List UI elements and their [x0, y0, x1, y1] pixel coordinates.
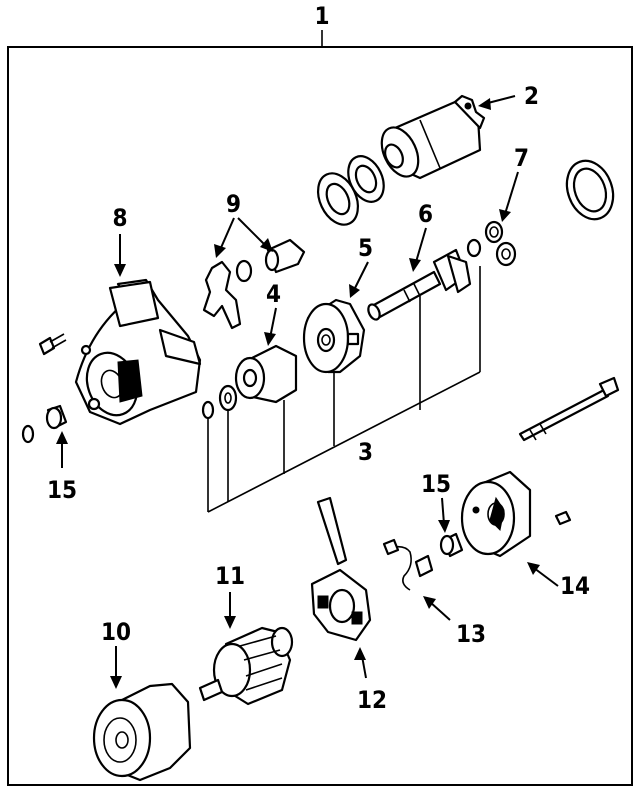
arrow-8 — [114, 234, 126, 277]
clutch-part — [201, 344, 298, 420]
pinion-shaft-part — [367, 248, 472, 321]
callout-7: 7 — [514, 144, 529, 172]
callout-9: 9 — [226, 190, 241, 218]
housing-screw-part — [38, 333, 67, 356]
arrow-15-left — [56, 431, 68, 468]
callout-5: 5 — [358, 234, 373, 262]
arrow-11 — [224, 592, 236, 629]
bushing-left-part — [21, 404, 68, 444]
bracket-3 — [207, 266, 481, 513]
assembly-frame — [7, 46, 633, 786]
yoke-part — [92, 682, 192, 782]
arrow-10 — [110, 646, 122, 689]
arrow-15-right — [438, 497, 450, 533]
arrow-14 — [527, 562, 559, 587]
seal-ring-part — [565, 159, 615, 221]
arrow-2 — [478, 95, 516, 110]
arrow-5 — [349, 261, 369, 298]
solenoid-part — [380, 94, 486, 180]
callout-1: 1 — [314, 2, 329, 30]
arrows-9 — [214, 217, 273, 258]
arrow-12 — [354, 647, 367, 679]
bearings-part — [466, 220, 517, 267]
callout-15-right: 15 — [421, 470, 451, 498]
through-bolt-part — [518, 376, 620, 442]
callout-15-left: 15 — [47, 476, 77, 504]
brush-lead-part — [382, 538, 434, 591]
plunger-part — [264, 238, 306, 274]
callout-6: 6 — [418, 200, 433, 228]
end-frame-part — [460, 470, 532, 558]
callout-14: 14 — [560, 572, 590, 600]
callout-12: 12 — [357, 686, 387, 714]
callout-13: 13 — [456, 620, 486, 648]
callout-8: 8 — [112, 204, 127, 232]
arrow-13 — [423, 596, 451, 621]
arrow-7 — [499, 171, 519, 222]
gasket-small — [347, 155, 385, 203]
brush-holder-part — [310, 496, 372, 642]
shift-lever-part — [202, 259, 253, 330]
gear-housing-part — [302, 298, 366, 374]
arrow-6 — [409, 227, 427, 272]
callout-10: 10 — [101, 618, 131, 646]
armature-part — [198, 626, 294, 706]
callout-2: 2 — [524, 82, 539, 110]
bushing-right-part — [439, 532, 464, 558]
callout-3: 3 — [358, 438, 373, 466]
end-frame-screw — [554, 510, 572, 526]
callout-4: 4 — [266, 280, 281, 308]
drive-housing-part — [74, 278, 202, 426]
callout-11: 11 — [215, 562, 245, 590]
arrow-4 — [264, 307, 277, 346]
